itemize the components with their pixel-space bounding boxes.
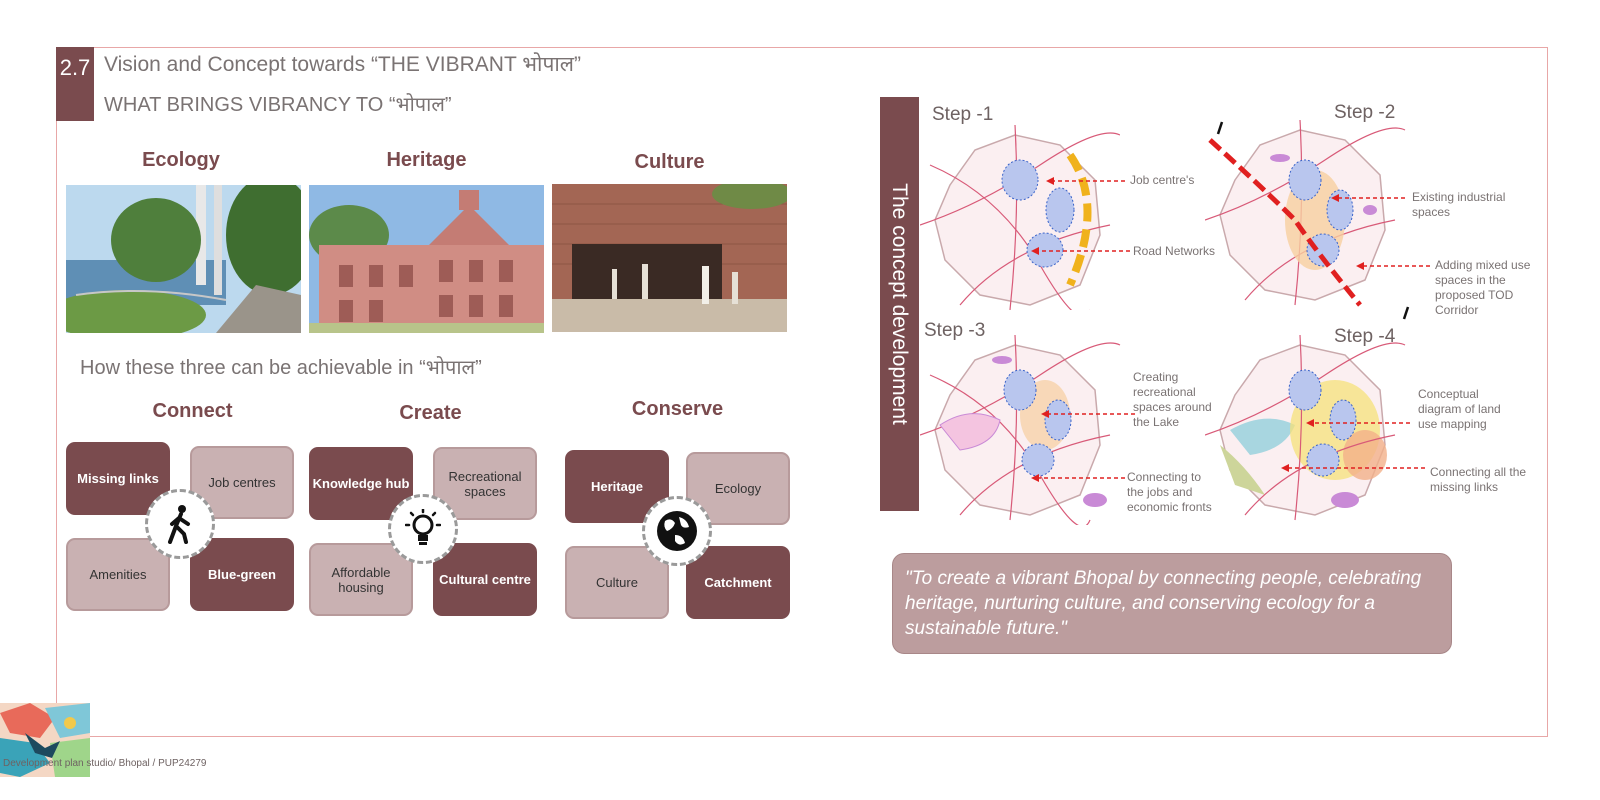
conserve-tile-heritage: Heritage: [565, 450, 669, 523]
achievability-question: How these three can be achievable in “भो…: [80, 357, 482, 379]
step-2-annotation-mixed-use: Adding mixed use spaces in the proposed …: [1435, 258, 1531, 317]
step-1-annotation-job-centres: Job centre's: [1130, 173, 1195, 187]
concept-vertical-bar: [880, 97, 919, 511]
conserve-tile-culture: Culture: [565, 546, 669, 619]
category-heritage-heading: Heritage: [386, 149, 467, 171]
ecology-photo: [66, 185, 301, 333]
culture-photo: [552, 184, 787, 332]
category-culture-heading: Culture: [634, 151, 705, 173]
lightbulb-icon: [388, 494, 458, 564]
connect-tile-amenities: Amenities: [66, 538, 170, 611]
create-tile-knowledge-hub: Knowledge hub: [309, 447, 413, 520]
heritage-photo: [309, 185, 544, 333]
page-title: Vision and Concept towards “THE VIBRANT …: [104, 53, 582, 76]
category-ecology-heading: Ecology: [142, 149, 220, 171]
step-4-annotation-missing-links: Connecting all the missing links: [1430, 465, 1527, 494]
studio-logo: [0, 703, 90, 777]
step-1-annotation-road-networks: Road Networks: [1133, 244, 1216, 258]
step-3-annotation-jobs: Connecting to the jobs and economic fron…: [1127, 470, 1212, 514]
create-tile-recreational-spaces: Recreational spaces: [433, 447, 537, 520]
concept-vertical-label: The concept development: [888, 183, 911, 425]
footer-credit: Development plan studio/ Bhopal / PUP242…: [3, 758, 207, 769]
connect-heading: Connect: [152, 400, 233, 422]
walking-person-icon: [145, 489, 215, 559]
section-number: 2.7: [56, 47, 94, 121]
step-2-label: Step -2: [1334, 102, 1396, 123]
create-tile-cultural-centre: Cultural centre: [433, 543, 537, 616]
page-subtitle: WHAT BRINGS VIBRANCY TO “भोपाल”: [104, 94, 452, 116]
step-1-label: Step -1: [932, 104, 994, 125]
create-tile-affordable-housing: Affordable housing: [309, 543, 413, 616]
step-4-label: Step -4: [1334, 326, 1396, 347]
step-4-map: [1205, 335, 1406, 521]
conserve-heading: Conserve: [631, 398, 724, 420]
step-3-map: [920, 335, 1121, 525]
step-1-map: [920, 125, 1120, 310]
step-4-annotation-land-use: Conceptual diagram of land use mapping: [1418, 387, 1501, 431]
step-3-label: Step -3: [924, 320, 986, 341]
connect-tile-blue-green: Blue-green: [190, 538, 294, 611]
conserve-tile-catchment: Catchment: [686, 546, 790, 619]
step-2-map: [1205, 120, 1406, 307]
vision-quote: "To create a vibrant Bhopal by connectin…: [892, 553, 1452, 654]
step-3-annotation-recreational: Creating recreational spaces around the …: [1133, 370, 1212, 429]
page-frame: [56, 47, 1548, 737]
globe-icon: [642, 496, 712, 566]
step-2-annotation-industrial: Existing industrial spaces: [1412, 190, 1506, 219]
create-heading: Create: [399, 402, 462, 424]
